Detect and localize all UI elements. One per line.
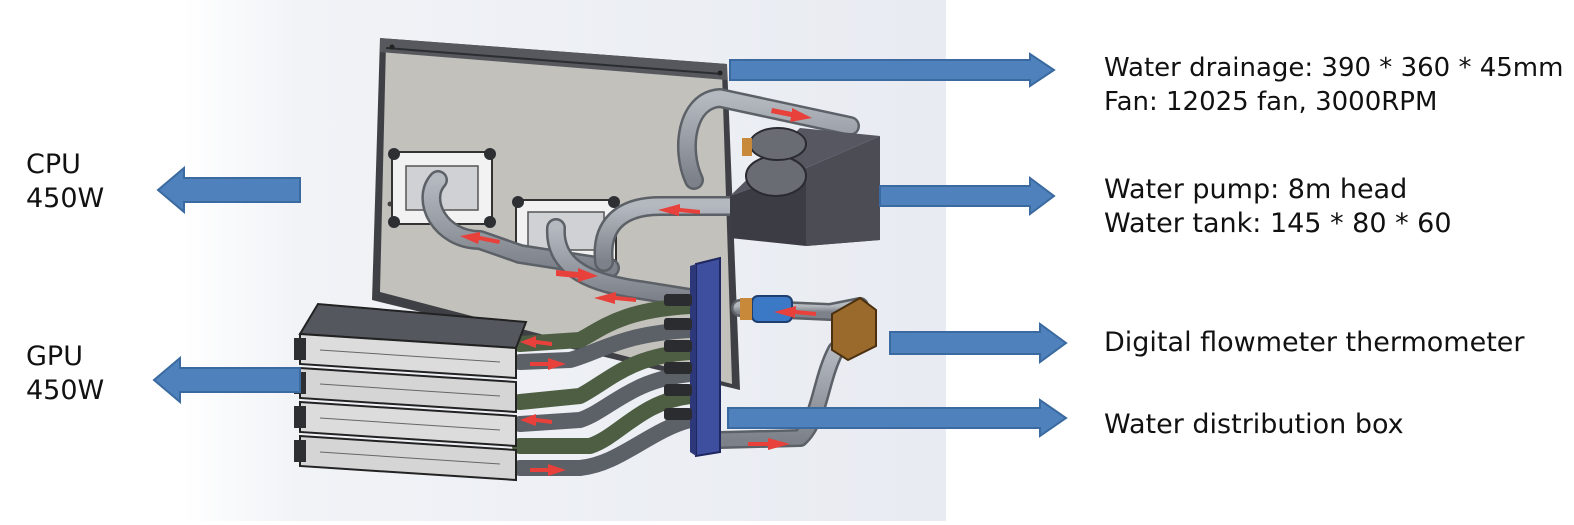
pump-spec-text: Water pump: 8m head: [1104, 174, 1408, 205]
flow-arrow-icon: [520, 336, 552, 348]
right-arrow-icon: [889, 322, 1068, 364]
flow-arrow-icon: [530, 358, 566, 370]
flow-arrow-icon: [594, 292, 636, 304]
cpu-label: CPU 450W: [26, 148, 104, 216]
flow-arrow-icon: [556, 268, 598, 282]
flow-arrows: [460, 108, 816, 476]
gpu-label-power: 450W: [26, 375, 105, 406]
right-arrow-icon: [727, 398, 1068, 438]
gpu-stack: [294, 302, 528, 482]
cpu-label-power: 450W: [26, 183, 105, 214]
radiator-size-text: Water drainage: 390 * 360 * 45mm: [1104, 53, 1564, 83]
flowmeter-label: Digital flowmeter thermometer: [1104, 326, 1525, 360]
flow-arrow-icon: [460, 232, 500, 244]
flow-arrow-icon: [748, 438, 790, 450]
fan-spec-text: Fan: 12025 fan, 3000RPM: [1104, 87, 1438, 117]
flow-arrow-icon: [771, 108, 812, 122]
flow-arrow-icon: [774, 306, 816, 318]
left-arrow-icon: [156, 165, 301, 215]
flow-arrow-icon: [530, 464, 566, 476]
tank-spec-text: Water tank: 145 * 80 * 60: [1104, 208, 1452, 239]
gpu-label-name: GPU: [26, 341, 83, 372]
distribution-text: Water distribution box: [1104, 409, 1404, 440]
pump-tank: [730, 127, 880, 246]
left-arrow-icon: [152, 355, 301, 405]
distribution-manifold: [664, 256, 721, 458]
flow-arrow-icon: [520, 414, 552, 426]
cpu-label-name: CPU: [26, 149, 81, 180]
distribution-label: Water distribution box: [1104, 408, 1404, 442]
flowmeter-device: [740, 295, 877, 362]
right-arrow-icon: [729, 52, 1056, 88]
right-arrow-icon: [879, 176, 1056, 216]
gpu-label: GPU 450W: [26, 340, 104, 408]
radiator-label: Water drainage: 390 * 360 * 45mm Fan: 12…: [1104, 51, 1563, 119]
flowmeter-text: Digital flowmeter thermometer: [1104, 327, 1525, 358]
pump-label: Water pump: 8m head Water tank: 145 * 80…: [1104, 173, 1452, 241]
flow-arrow-icon: [658, 204, 700, 216]
callout-arrows: [152, 52, 1068, 438]
